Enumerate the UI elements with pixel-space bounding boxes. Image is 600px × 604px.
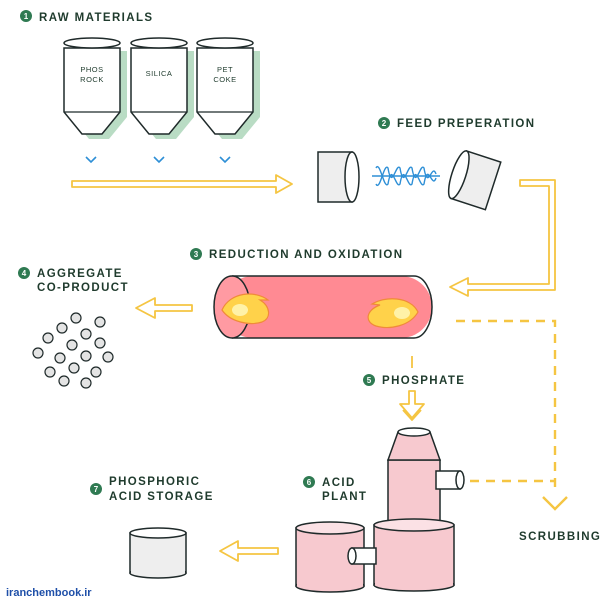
silo-label-line: PHOS [80, 65, 103, 74]
feed-cylinder-right [447, 150, 502, 211]
step-number: 7 [94, 485, 99, 494]
dashed-line-to-scrubbing [456, 319, 557, 490]
step-number: 3 [194, 250, 199, 259]
flow-arrow-kiln-to-aggregate [135, 297, 193, 319]
step-title-line: PHOSPHORIC [109, 476, 200, 488]
aggregate-pellets [32, 312, 114, 389]
silo-pet-coke: PET COKE [196, 37, 260, 139]
acid-plant-tower [373, 427, 465, 592]
step-number: 4 [22, 269, 27, 278]
step-title-line: ACID STORAGE [109, 491, 214, 503]
flow-arrow-phosphate-to-plant [399, 390, 425, 421]
step-title-line: AGGREGATE [37, 268, 123, 280]
step-title-line: PLANT [322, 491, 367, 503]
silo-label-line: ROCK [80, 75, 104, 84]
step-4-header: 4 AGGREGATE CO-PRODUCT [18, 267, 129, 294]
step-5-header: 5 PHOSPHATE [363, 374, 465, 387]
watermark-text: iranchembook.ir [6, 587, 92, 599]
screw-conveyor-icon [372, 165, 440, 187]
step-number: 6 [307, 478, 312, 487]
storage-tank [129, 527, 187, 579]
step-badge [20, 10, 32, 22]
flame-icon [221, 293, 270, 325]
flow-arrow-plant-to-storage [219, 540, 279, 562]
flame-icon [367, 298, 419, 329]
silo-phos-rock: PHOS ROCK [63, 37, 127, 139]
step-title-line: CO-PRODUCT [37, 282, 129, 294]
silo-label-line: PET [217, 65, 233, 74]
step-number: 5 [367, 376, 372, 385]
step-number: 1 [24, 12, 29, 21]
step-6-header: 6 ACID PLANT [303, 476, 367, 503]
step-title: FEED PREPERATION [397, 118, 535, 130]
scrubbing-label: SCRUBBING [519, 531, 600, 543]
flow-arrow-feed-to-kiln [449, 179, 556, 297]
acid-plant-tank [295, 521, 377, 593]
step-7-header: 7 PHOSPHORIC ACID STORAGE [90, 476, 214, 503]
step-title: RAW MATERIALS [39, 12, 153, 24]
step-title-line: ACID [322, 477, 356, 489]
step-3-header: 3 REDUCTION AND OXIDATION [190, 248, 403, 261]
step-title: REDUCTION AND OXIDATION [209, 249, 403, 261]
chevron-down-icon [85, 156, 231, 164]
step-title: PHOSPHATE [382, 375, 465, 387]
silo-label-line: COKE [213, 75, 236, 84]
flow-arrow-raw-to-feed [71, 174, 293, 194]
rotary-kiln [213, 275, 433, 339]
silo-silica: SILICA [130, 37, 194, 139]
chevron-down-icon [542, 496, 568, 511]
step-number: 2 [382, 119, 387, 128]
feed-cylinder-left [317, 151, 360, 203]
step-1-header: 1 RAW MATERIALS [20, 10, 153, 24]
step-2-header: 2 FEED PREPERATION [378, 117, 535, 130]
silo-label-line: SILICA [146, 69, 173, 78]
